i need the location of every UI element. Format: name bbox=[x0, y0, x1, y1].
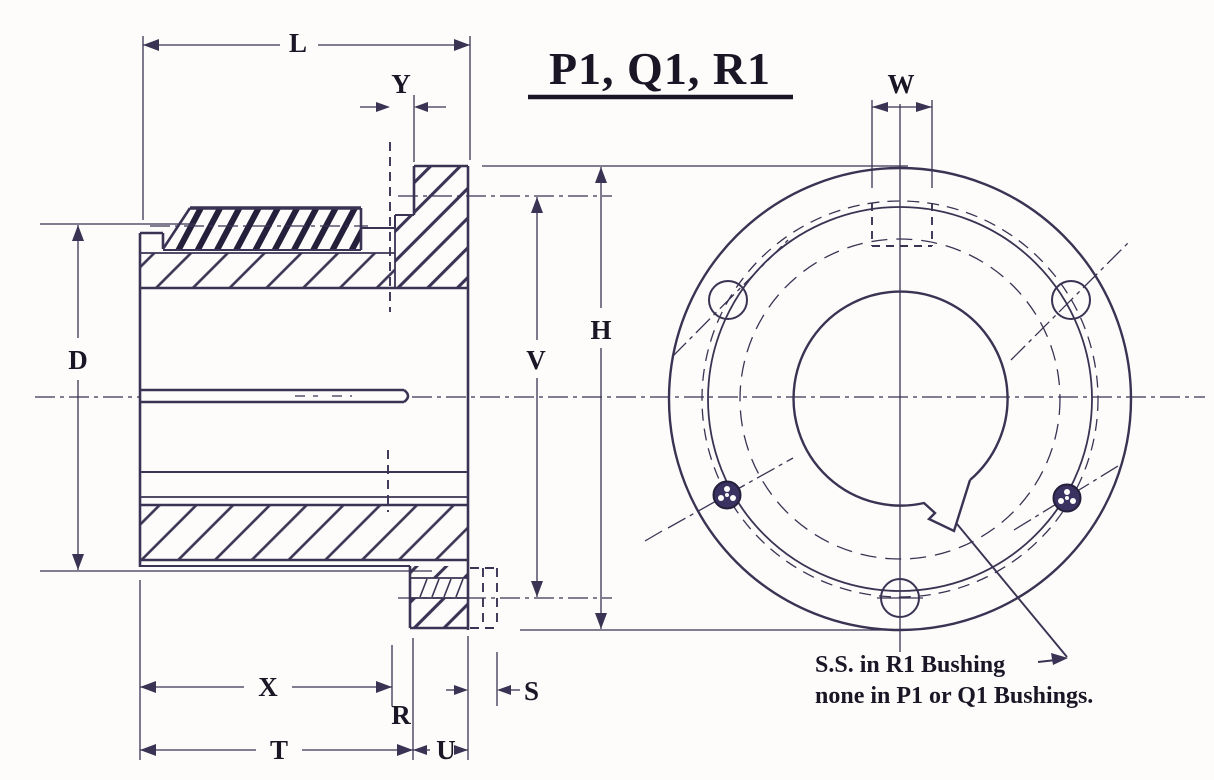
front-view bbox=[482, 104, 1133, 652]
keyway-hidden bbox=[871, 203, 933, 247]
lower-wall-section bbox=[140, 505, 468, 560]
dim-T bbox=[140, 638, 414, 760]
section-view bbox=[138, 142, 612, 630]
set-screw-right bbox=[1013, 465, 1119, 531]
dim-V bbox=[531, 197, 543, 597]
dim-L bbox=[142, 36, 471, 220]
dim-label-S: S bbox=[524, 676, 539, 706]
dim-label-U: U bbox=[436, 735, 456, 765]
dim-U bbox=[413, 636, 469, 760]
dim-label-L: L bbox=[289, 28, 307, 58]
set-screw-left bbox=[644, 457, 794, 542]
section-outline bbox=[138, 164, 470, 630]
dim-label-W: W bbox=[888, 69, 915, 99]
upper-flange-section bbox=[395, 166, 468, 288]
dim-label-Y: Y bbox=[391, 69, 411, 99]
dim-Y bbox=[360, 95, 446, 162]
dim-label-D: D bbox=[68, 345, 88, 375]
dim-W bbox=[871, 100, 933, 188]
dim-D bbox=[40, 223, 432, 572]
dim-label-H: H bbox=[590, 315, 611, 345]
serrated-taper-section bbox=[163, 208, 361, 250]
dim-H bbox=[595, 167, 607, 629]
dim-label-V: V bbox=[526, 345, 546, 375]
set-screw-note: S.S. in R1 Bushing none in P1 or Q1 Bush… bbox=[815, 652, 1093, 709]
set-screw-leader bbox=[956, 523, 1068, 665]
drawing-title: P1, Q1, R1 bbox=[549, 43, 771, 94]
note-line-1: S.S. in R1 Bushing bbox=[815, 652, 1005, 678]
cap-screw-threads bbox=[419, 578, 464, 598]
dim-X bbox=[139, 580, 393, 760]
horizontal-centerline bbox=[35, 395, 1205, 398]
note-line-2: none in P1 or Q1 Bushings. bbox=[815, 683, 1093, 709]
bore-with-keyseat bbox=[792, 290, 1009, 533]
title-block: P1, Q1, R1 bbox=[528, 43, 793, 100]
dim-S bbox=[446, 652, 520, 706]
bolt-hole-bottom bbox=[877, 578, 923, 618]
bolt-hole-upper-right bbox=[1010, 239, 1132, 361]
dim-label-T: T bbox=[270, 735, 288, 765]
bolt-hole-upper-left bbox=[671, 239, 789, 358]
dim-label-R: R bbox=[391, 700, 411, 730]
upper-wall-section bbox=[140, 253, 395, 288]
dim-label-X: X bbox=[258, 672, 278, 702]
split-sawcut bbox=[140, 388, 410, 404]
